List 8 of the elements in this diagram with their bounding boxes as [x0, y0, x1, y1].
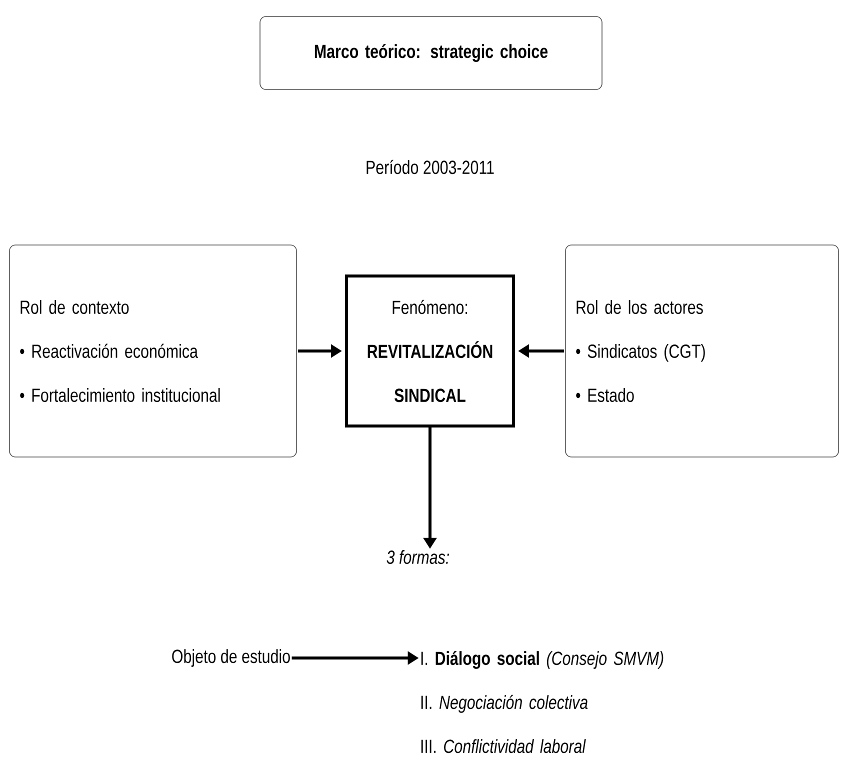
- period-label: Período 2003-2011: [366, 160, 494, 174]
- section-label: 3 formas:: [386, 550, 450, 564]
- phenomenon-box: Fenómeno: REVITALIZACIÓN SINDICAL: [345, 274, 515, 428]
- numbered-list: I. Diálogo social (Consejo SMVM) II. Negociación colectiva III. Conflictividad laboral: [421, 650, 664, 754]
- text-label: Objeto de estudio: [172, 649, 290, 667]
- title-box: Marco teórico: strategic choice: [260, 16, 602, 90]
- actors-box: Rol de los actores • Sindicatos (CGT) • Estado: [565, 244, 839, 458]
- context-box: Rol de contexto • Reactivación económica • Fortalecimiento institucional: [9, 244, 297, 458]
